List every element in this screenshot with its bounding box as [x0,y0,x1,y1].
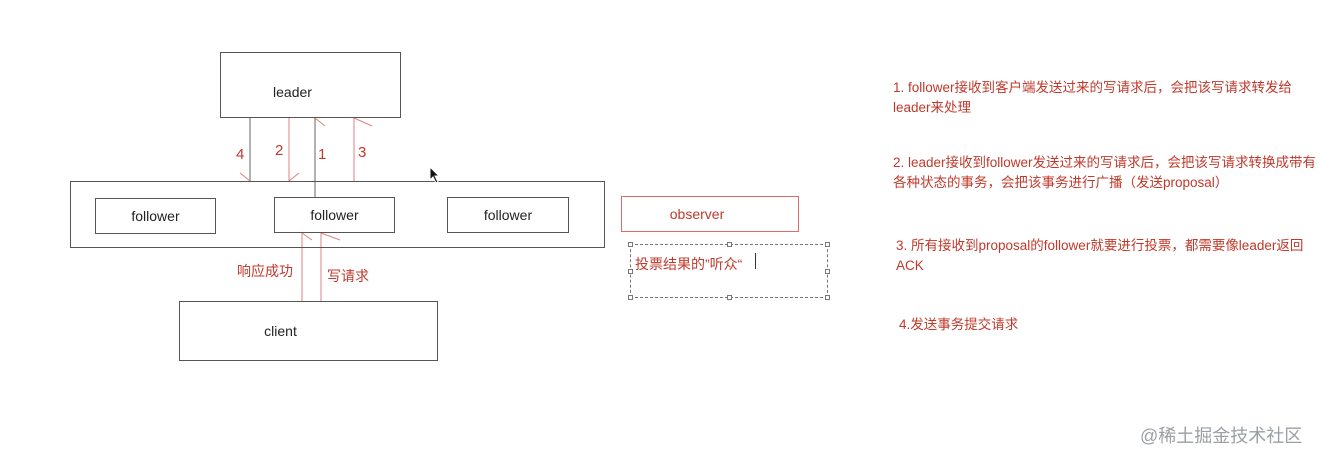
watermark: @稀土掘金技术社区 [1140,426,1303,446]
resize-handle[interactable] [825,295,830,300]
observer-node: observer [621,196,799,232]
follower-cluster [70,181,605,248]
arrow-number-1: 1 [318,146,327,163]
annotation-text: 投票结果的”听众“ [635,256,743,272]
response-tick [301,232,313,241]
follower-node-2: follower [274,197,395,233]
arrow-number-3: 3 [358,144,367,161]
write-request-label: 写请求 [327,268,369,284]
response-success-label: 响应成功 [237,263,293,279]
annotation-textbox[interactable]: 投票结果的”听众“ [628,242,830,300]
text-caret [755,253,756,269]
follower-label: follower [131,208,180,224]
follower-label: follower [483,207,533,223]
observer-label: observer [669,206,725,222]
note-2: 2. leader接收到follower发送过来的写请求后，会把该写请求转换成带… [893,155,1317,190]
resize-handle[interactable] [628,269,633,274]
arrow-number-4: 4 [236,146,245,163]
arrow-2-tick [288,172,300,182]
note-3: 3. 所有接收到proposal的follower就要进行投票，都需要像lead… [896,238,1304,273]
client-label: client [264,323,297,339]
resize-handle[interactable] [628,242,633,247]
note-4: 4.发送事务提交请求 [899,317,1019,332]
leader-node: leader [220,52,401,118]
mouse-cursor-icon [429,166,441,184]
resize-handle[interactable] [628,295,633,300]
leader-label: leader [273,84,312,100]
write-tick [320,232,341,241]
arrow-4-tick [239,172,251,182]
follower-label: follower [310,207,359,223]
follower-node-3: follower [447,197,569,233]
arrow-number-2: 2 [275,142,284,159]
resize-handle[interactable] [825,269,830,274]
resize-handle[interactable] [727,295,732,300]
follower-node-1: follower [95,198,216,234]
resize-handle[interactable] [825,242,830,247]
resize-handle[interactable] [727,242,732,247]
note-1: 1. follower接收到客户端发送过来的写请求后，会把该写请求转发给lead… [893,80,1293,115]
arrow-3-tick [353,117,373,127]
arrow-1-tick [314,117,326,127]
client-node: client [179,301,438,361]
